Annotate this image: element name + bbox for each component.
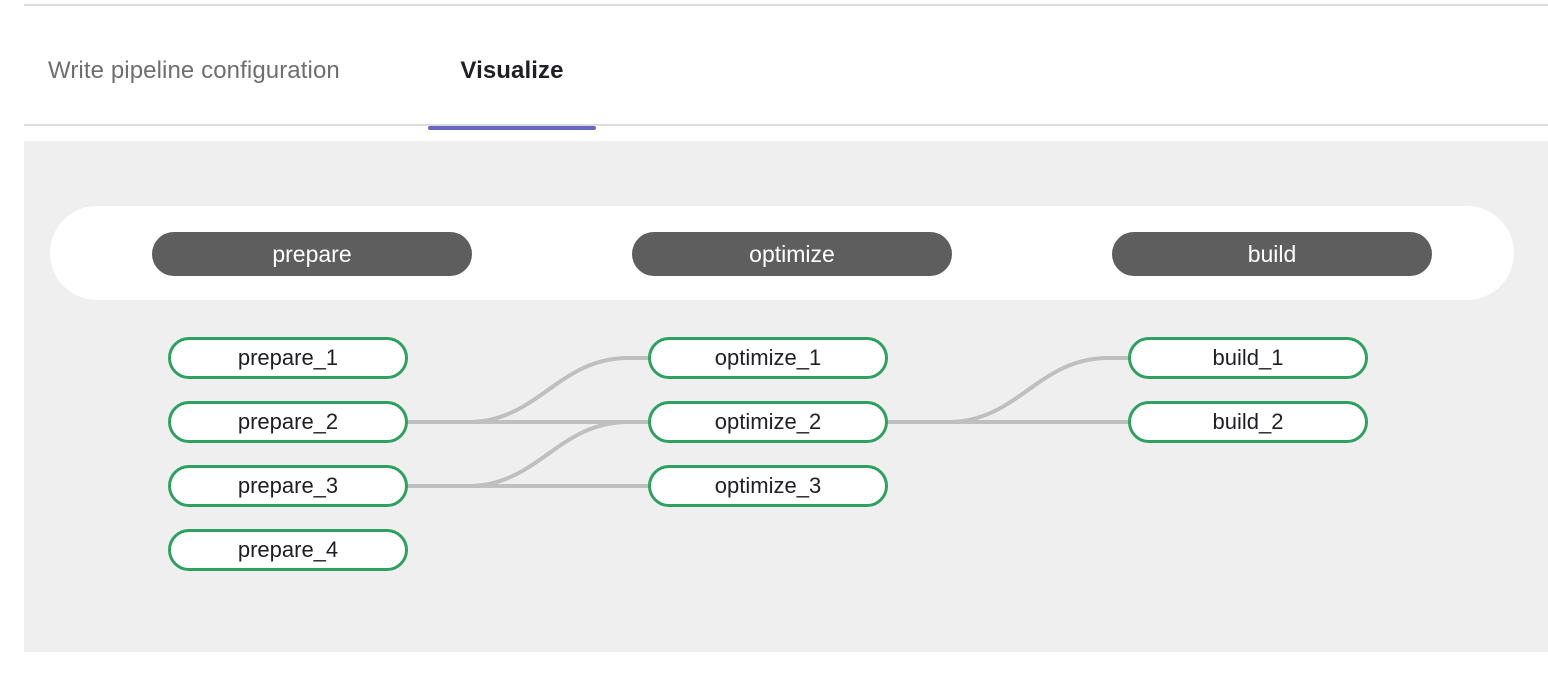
tab-visualize[interactable]: Visualize bbox=[428, 56, 596, 130]
job-node-prepare_3[interactable]: prepare_3 bbox=[168, 465, 408, 507]
job-node-optimize_1[interactable]: optimize_1 bbox=[648, 337, 888, 379]
top-divider bbox=[24, 4, 1548, 6]
tab-write-pipeline-configuration[interactable]: Write pipeline configuration bbox=[48, 56, 404, 130]
tab-bar-divider bbox=[24, 124, 1548, 126]
job-node-prepare_1[interactable]: prepare_1 bbox=[168, 337, 408, 379]
stage-header-bar: prepare optimize build bbox=[50, 206, 1514, 300]
job-node-build_1[interactable]: build_1 bbox=[1128, 337, 1368, 379]
stage-header-optimize[interactable]: optimize bbox=[632, 232, 952, 276]
stage-header-build[interactable]: build bbox=[1112, 232, 1432, 276]
pipeline-links-layer bbox=[406, 356, 1130, 488]
stage-header-prepare[interactable]: prepare bbox=[152, 232, 472, 276]
job-node-optimize_3[interactable]: optimize_3 bbox=[648, 465, 888, 507]
editor-tab-bar: Write pipeline configuration Visualize bbox=[0, 20, 1548, 130]
tab-write-pipeline-configuration-label: Write pipeline configuration bbox=[48, 57, 340, 84]
job-node-prepare_2[interactable]: prepare_2 bbox=[168, 401, 408, 443]
link-optimize_2-build_1 bbox=[886, 356, 1130, 424]
job-node-prepare_4[interactable]: prepare_4 bbox=[168, 529, 408, 571]
job-node-build_2[interactable]: build_2 bbox=[1128, 401, 1368, 443]
active-tab-indicator bbox=[428, 126, 596, 130]
pipeline-graph-canvas: prepare optimize build prepare_1 prepare… bbox=[24, 141, 1548, 652]
job-node-optimize_2[interactable]: optimize_2 bbox=[648, 401, 888, 443]
link-prepare_2-optimize_1 bbox=[406, 356, 650, 424]
link-prepare_3-optimize_2 bbox=[406, 420, 650, 488]
tab-visualize-label: Visualize bbox=[460, 57, 564, 84]
